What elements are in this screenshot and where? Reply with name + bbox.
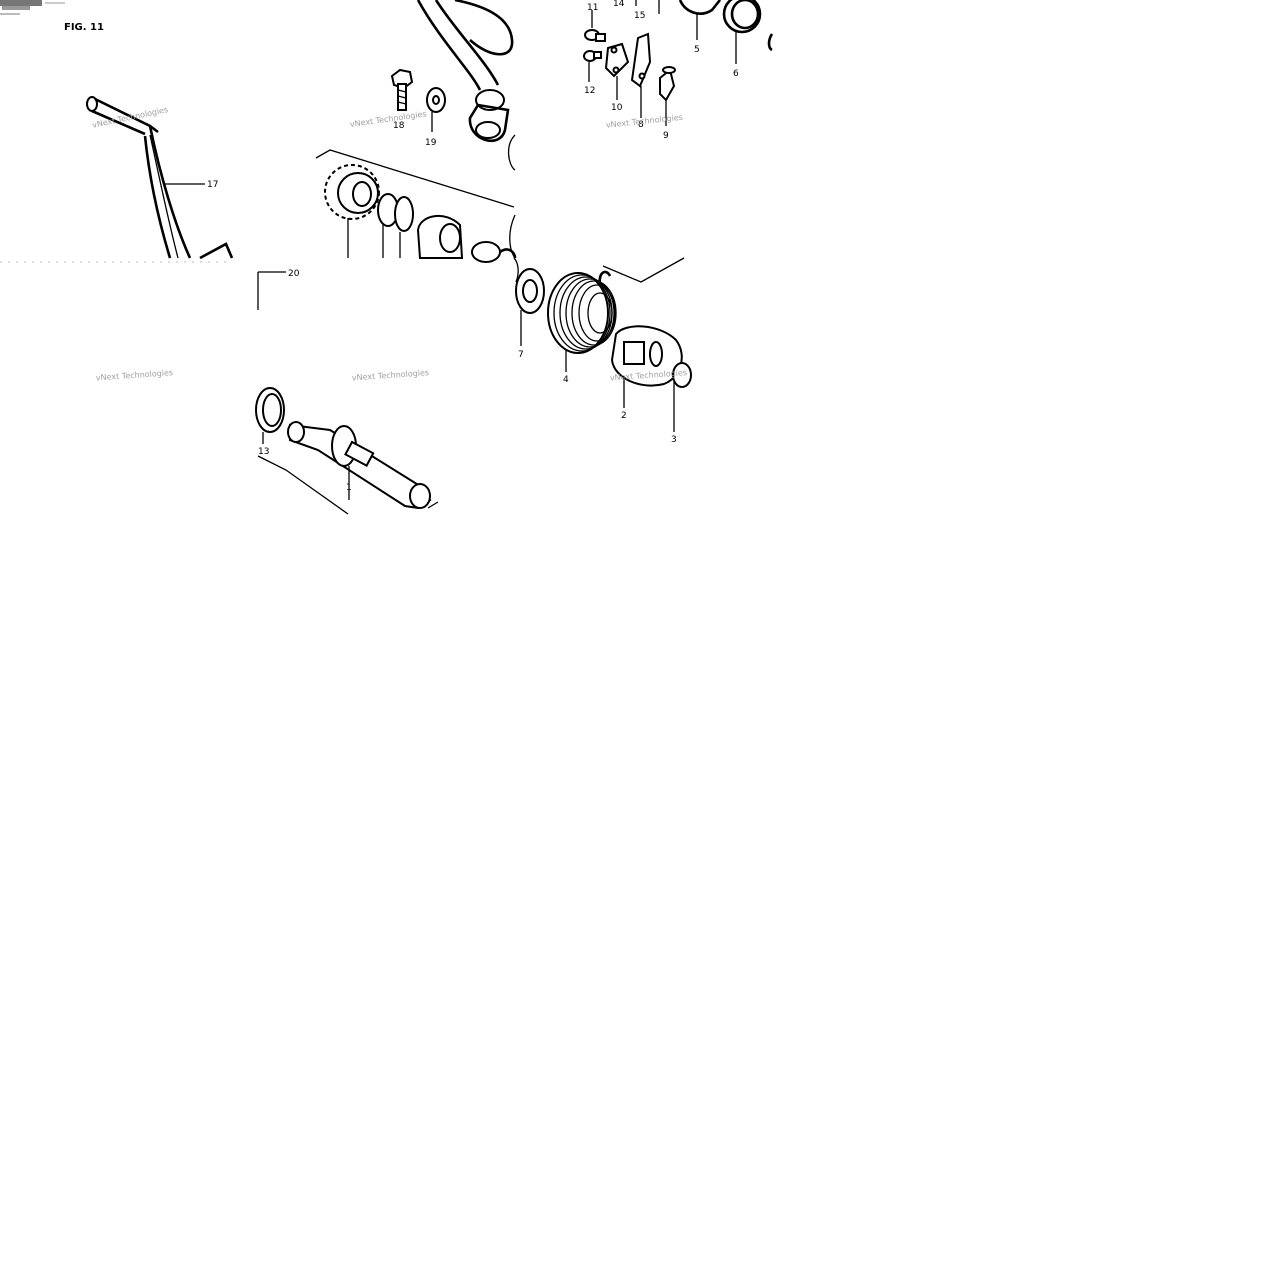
pin-9-part [659, 66, 676, 126]
watermark: vNext Technologies [352, 368, 430, 382]
gear-assembly-part [315, 149, 517, 263]
seal-13-part [255, 387, 285, 444]
bolt-12-part [583, 50, 602, 82]
callout-10: 10 [611, 103, 623, 113]
plate-8-part [630, 32, 652, 118]
callout-9: 9 [663, 131, 669, 141]
bolt-11-part [584, 10, 606, 42]
callout-13: 13 [258, 447, 269, 457]
kick-arm-part [416, 0, 516, 171]
watermark: vNext Technologies [349, 109, 427, 129]
callout-17: 17 [207, 180, 218, 190]
callout-12: 12 [584, 86, 595, 96]
plate-10-part [604, 42, 630, 100]
callout-15: 15 [634, 11, 645, 21]
callout-2: 2 [621, 411, 627, 421]
callout-5: 5 [694, 45, 700, 55]
figure-label: FIG. 11 [64, 22, 104, 33]
leader-14-15 [635, 0, 660, 14]
spring-5-part [678, 0, 722, 40]
bolt-18-part [390, 68, 414, 111]
callout-3: 3 [671, 435, 677, 445]
washer-19-part [426, 87, 446, 132]
watermark: vNext Technologies [96, 368, 174, 382]
watermark: vNext Technologies [91, 105, 168, 130]
scan-noise [0, 0, 65, 15]
callout-19: 19 [425, 138, 437, 148]
watermark: vNext Technologies [605, 113, 683, 130]
callout-18: 18 [393, 121, 405, 131]
kick-lever-part [86, 96, 234, 260]
ring-6-part [722, 0, 774, 64]
callout-8: 8 [638, 120, 644, 130]
leader-20 [257, 271, 286, 310]
callout-1: 1 [346, 483, 352, 493]
clip-3-part [672, 362, 692, 432]
callout-6: 6 [733, 69, 739, 79]
callout-7: 7 [518, 350, 524, 360]
guide-2-part [610, 325, 683, 408]
spring-4-part [547, 270, 617, 372]
callout-20: 20 [288, 269, 300, 279]
bracket-line [602, 257, 685, 283]
callout-11: 11 [587, 3, 598, 13]
washer-7-part [513, 257, 545, 346]
shaft-1-part [257, 421, 439, 515]
callout-14: 14 [613, 0, 625, 9]
callout-4: 4 [563, 375, 569, 385]
